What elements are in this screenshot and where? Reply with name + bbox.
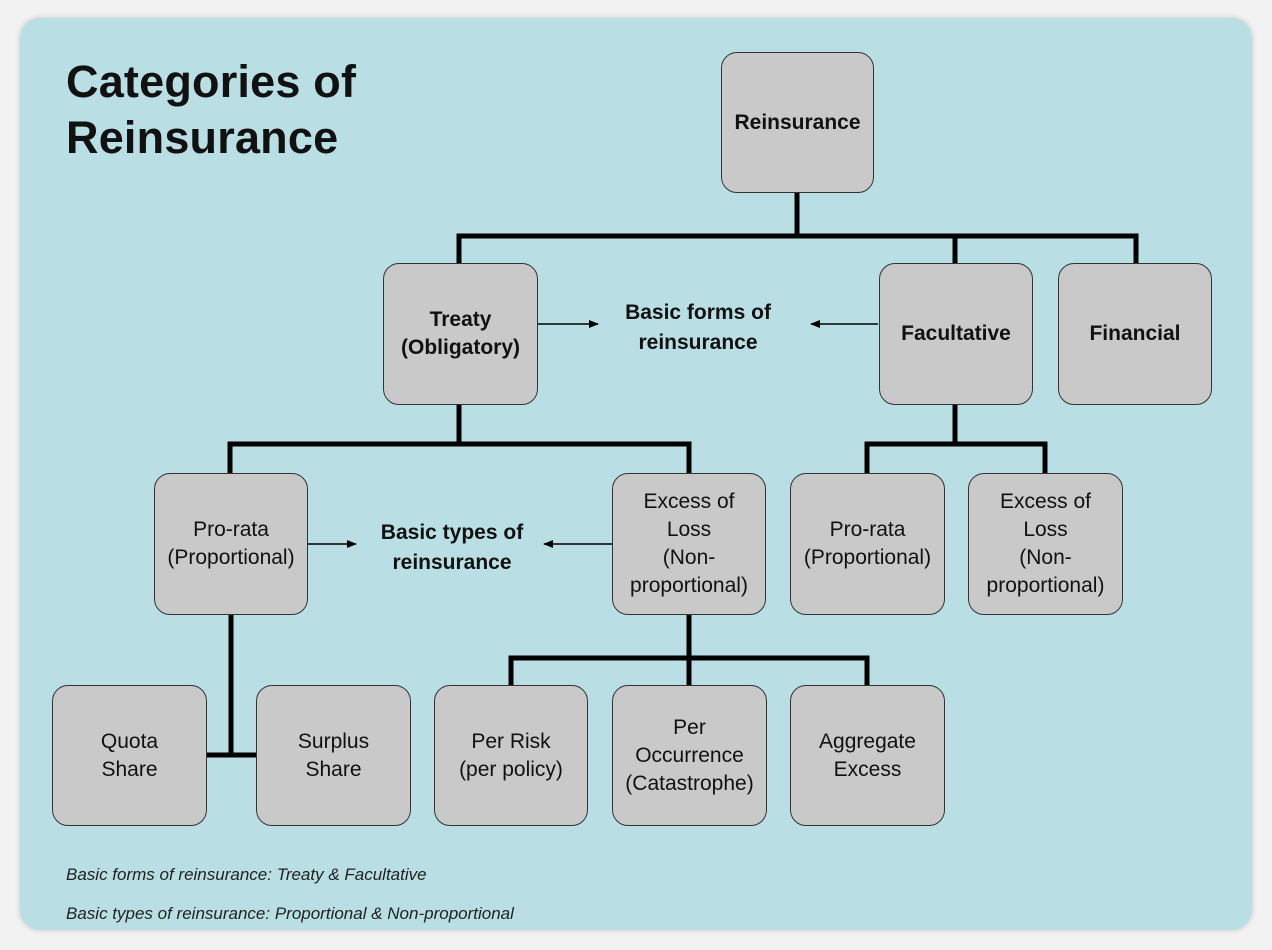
title-line-1: Categories of bbox=[66, 56, 357, 107]
node-reinsurance: Reinsurance bbox=[721, 52, 874, 193]
node-fac-prorata: Pro-rata (Proportional) bbox=[790, 473, 945, 615]
node-facultative: Facultative bbox=[879, 263, 1033, 405]
node-treaty-excess-of-loss-label: Excess of Loss (Non- proportional) bbox=[630, 490, 748, 597]
node-reinsurance-label: Reinsurance bbox=[734, 110, 861, 134]
note-basic-forms: Basic forms of reinsurance bbox=[625, 301, 771, 354]
diagram-title: Categories of Reinsurance bbox=[66, 54, 356, 166]
node-fac-excess-of-loss: Excess of Loss (Non- proportional) bbox=[968, 473, 1123, 615]
node-financial-label: Financial bbox=[1089, 322, 1181, 345]
node-surplus-share: Surplus Share bbox=[256, 685, 411, 826]
note-basic-types: Basic types of reinsurance bbox=[380, 521, 524, 574]
footer-note-types: Basic types of reinsurance: Proportional… bbox=[66, 904, 514, 923]
node-fac-excess-of-loss-label: Excess of Loss (Non- proportional) bbox=[986, 490, 1105, 597]
node-per-risk: Per Risk (per policy) bbox=[434, 685, 588, 826]
node-aggregate-excess: Aggregate Excess bbox=[790, 685, 945, 826]
node-treaty: Treaty (Obligatory) bbox=[383, 263, 538, 405]
node-surplus-share-label: Surplus Share bbox=[297, 729, 370, 781]
node-per-risk-label: Per Risk (per policy) bbox=[459, 729, 563, 781]
node-treaty-label: Treaty (Obligatory) bbox=[401, 308, 520, 359]
node-facultative-label: Facultative bbox=[901, 322, 1011, 345]
node-treaty-excess-of-loss: Excess of Loss (Non- proportional) bbox=[612, 473, 766, 615]
node-financial: Financial bbox=[1058, 263, 1212, 405]
node-treaty-prorata-label: Pro-rata (Proportional) bbox=[167, 518, 295, 569]
node-treaty-prorata: Pro-rata (Proportional) bbox=[154, 473, 308, 615]
node-per-occurrence: Per Occurrence (Catastrophe) bbox=[612, 685, 767, 826]
node-aggregate-excess-label: Aggregate Excess bbox=[819, 729, 916, 781]
footer-note-forms: Basic forms of reinsurance: Treaty & Fac… bbox=[66, 865, 427, 884]
title-line-2: Reinsurance bbox=[66, 112, 339, 163]
node-quota-share-label: Quota Share bbox=[100, 729, 159, 781]
node-per-occurrence-label: Per Occurrence (Catastrophe) bbox=[625, 715, 754, 795]
node-fac-prorata-label: Pro-rata (Proportional) bbox=[803, 518, 932, 569]
node-quota-share: Quota Share bbox=[52, 685, 207, 826]
